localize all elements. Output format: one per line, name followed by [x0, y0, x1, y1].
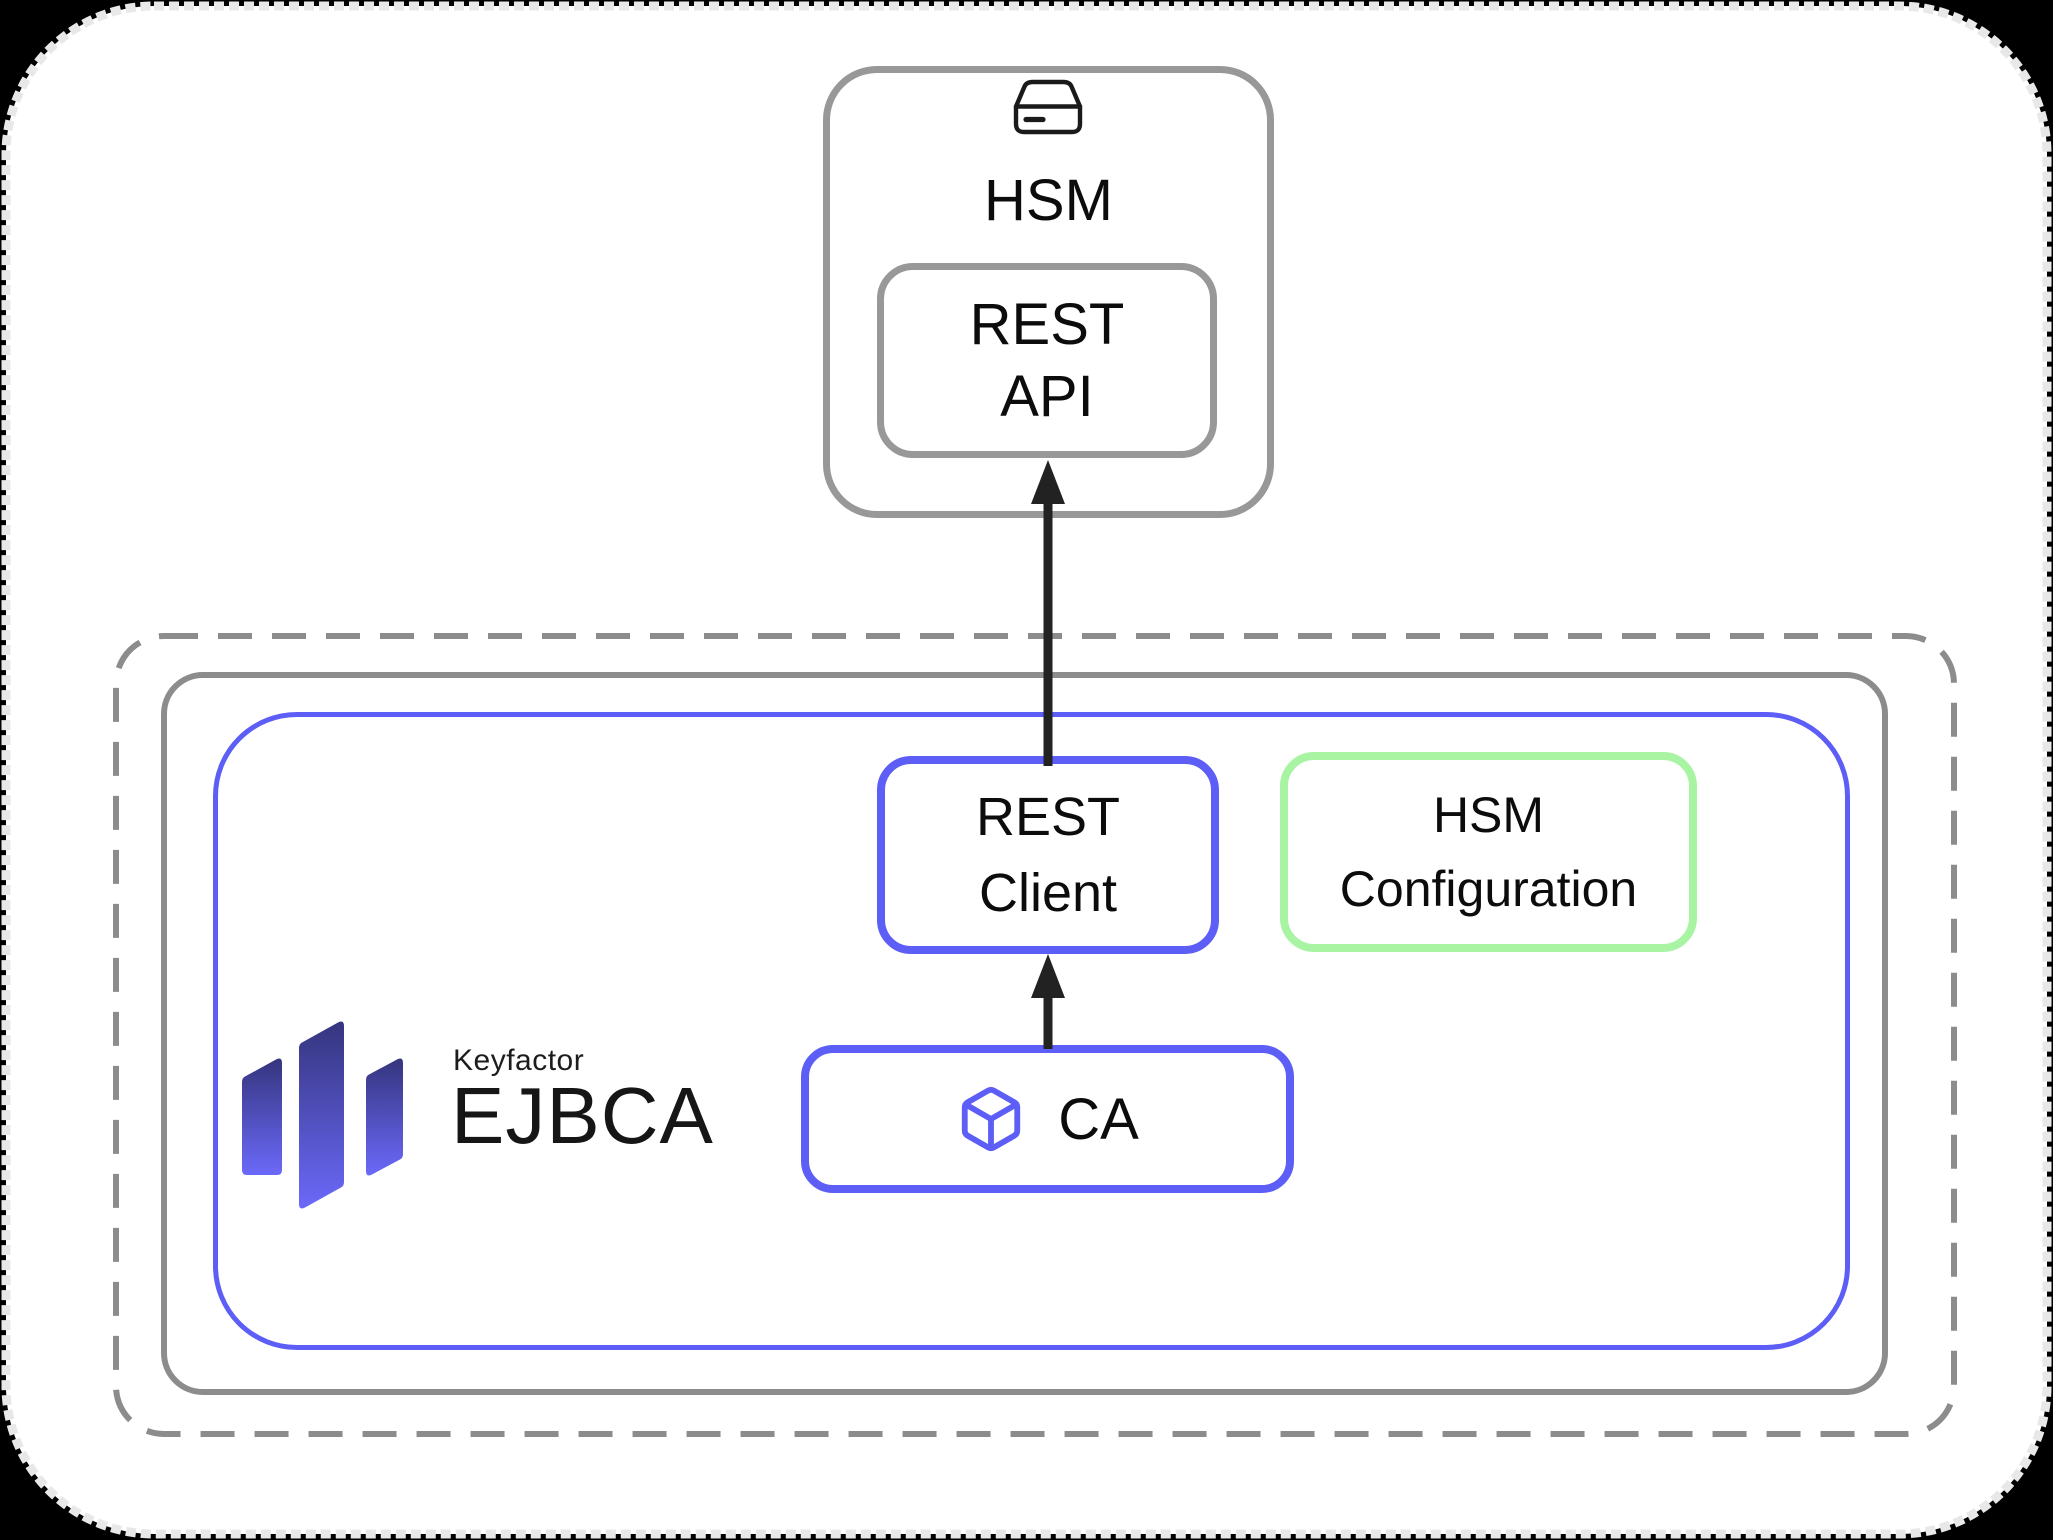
hard-drive-icon	[1013, 79, 1083, 135]
rest-api-label-line1: REST	[969, 291, 1125, 357]
hsm-unit-label: HSM	[984, 168, 1113, 233]
host-box	[161, 672, 1888, 1395]
hsm-configuration-label-line2: Configuration	[1339, 861, 1638, 917]
keyfactor-bars-icon	[242, 1021, 403, 1209]
rest-api-box: REST API	[877, 263, 1217, 458]
keyfactor-brand-text: Keyfactor	[453, 1044, 585, 1077]
arrow-ca-to-rest-client	[1031, 954, 1065, 1049]
ejbca-container-box	[213, 712, 1850, 1350]
deployment-dashed-box	[113, 633, 1957, 1437]
arrow-rest-client-to-rest-api	[1031, 460, 1065, 766]
hsm-configuration-label-line1: HSM	[1432, 787, 1545, 843]
keyfactor-ejbca-logo: Keyfactor EJBCA	[240, 1014, 720, 1218]
hsm-configuration-box: HSM Configuration	[1280, 752, 1697, 952]
cube-icon	[962, 1086, 1021, 1152]
rest-api-label-line2: API	[1000, 363, 1094, 429]
rest-client-label-line2: Client	[978, 863, 1118, 923]
rest-client-label-line1: REST	[975, 787, 1121, 847]
ca-label: CA	[1058, 1086, 1139, 1152]
ejbca-product-text: EJBCA	[451, 1071, 714, 1160]
